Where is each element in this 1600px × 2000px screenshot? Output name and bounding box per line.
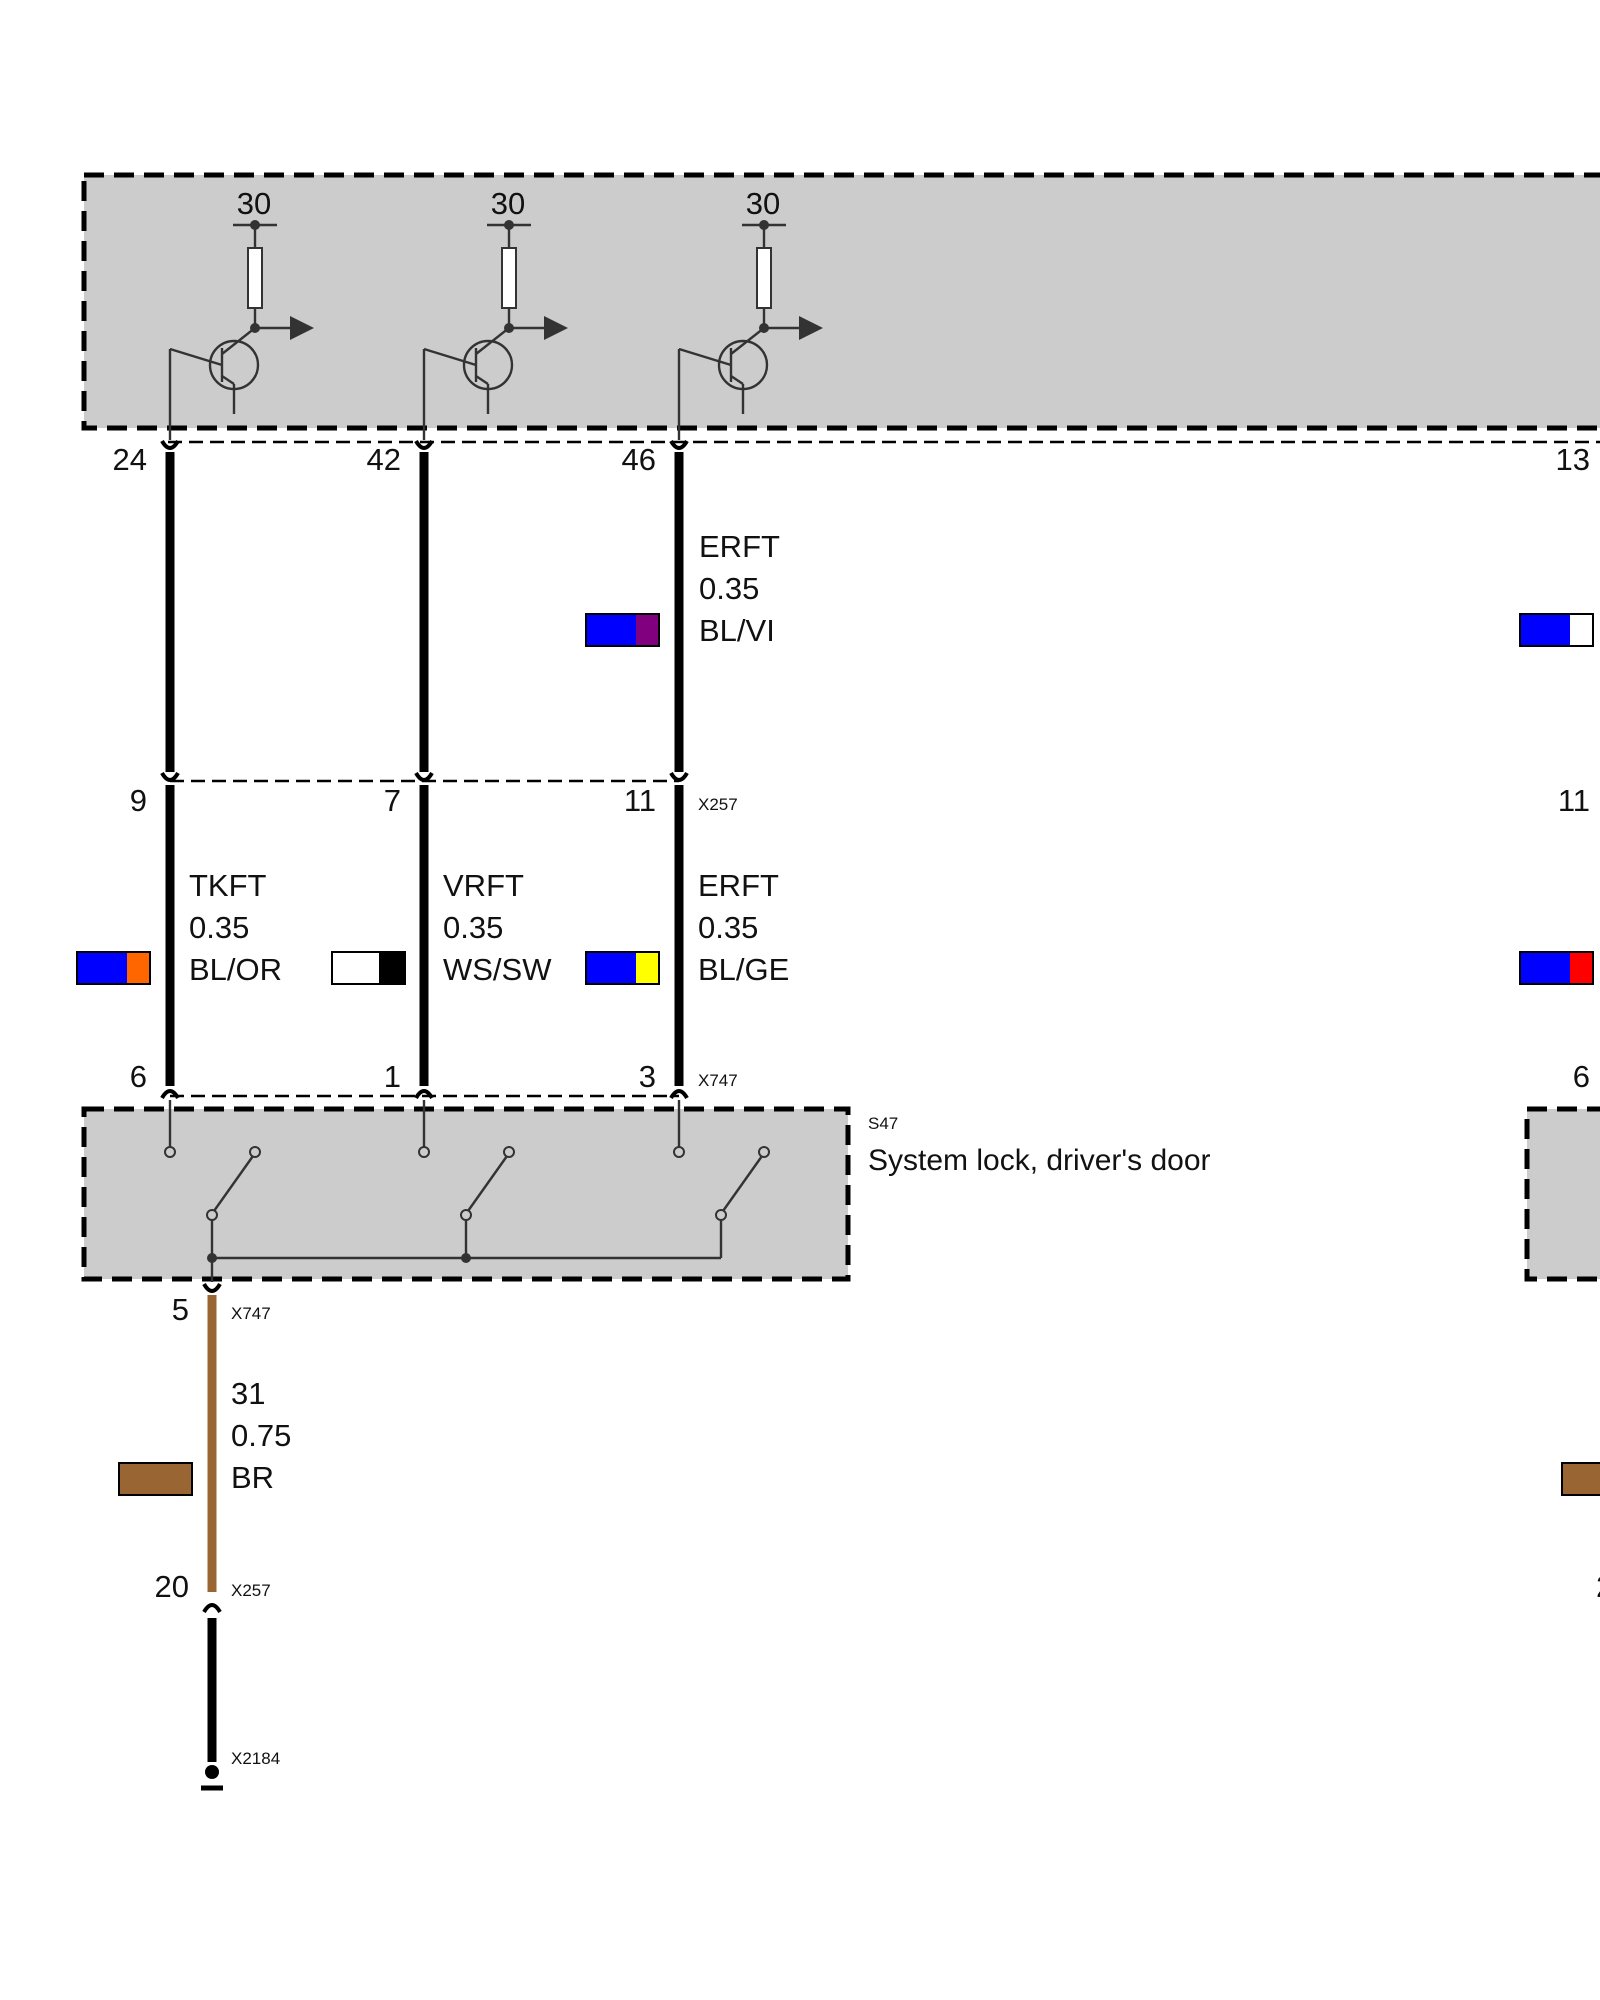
wire-code: VRFT xyxy=(443,868,524,903)
pin-number-13: 13 xyxy=(1556,442,1590,477)
pin-number-6: 6 xyxy=(130,1059,147,1094)
control-unit-box xyxy=(81,172,1600,431)
pin-number-6-right: 6 xyxy=(1573,1059,1590,1094)
color-swatch-br-right xyxy=(1561,1462,1600,1496)
pin-number-9: 9 xyxy=(130,783,147,818)
pin-socket-24 xyxy=(160,439,180,450)
pin-number-42: 42 xyxy=(367,442,401,477)
connector-label-x747: X747 xyxy=(698,1071,738,1090)
pin-socket-11 xyxy=(669,771,689,782)
supply-label-30: 30 xyxy=(237,186,271,221)
wire-label-tkft: TKFT 0.35 BL/OR xyxy=(189,868,282,987)
color-swatch-right-mid xyxy=(1519,951,1594,985)
supply-label-30: 30 xyxy=(746,186,780,221)
pin-socket-46 xyxy=(669,439,689,450)
pin-number-1: 1 xyxy=(384,1059,401,1094)
pin-number-11: 11 xyxy=(624,783,656,818)
wire-code: TKFT xyxy=(189,868,267,903)
wire-label-31: 31 0.75 BR xyxy=(231,1376,291,1495)
wire-gauge: 0.35 xyxy=(189,910,249,945)
output-driver-1: 30 xyxy=(168,186,314,440)
switch-name: System lock, driver's door xyxy=(868,1144,1211,1177)
wire-color-code: WS/SW xyxy=(443,952,552,987)
switch-contacts xyxy=(164,1100,770,1282)
pin-socket-1 xyxy=(414,1089,434,1100)
pin-number-11-right: 11 xyxy=(1558,783,1590,818)
wire-color-code: BL/OR xyxy=(189,952,282,987)
pin-socket-7 xyxy=(414,771,434,782)
wire-gauge: 0.75 xyxy=(231,1418,291,1453)
wire-label-vrft: VRFT 0.35 WS/SW xyxy=(443,868,552,987)
pin-socket-5 xyxy=(202,1282,222,1293)
pin-socket-42 xyxy=(414,439,434,450)
ground-point-icon xyxy=(201,1765,223,1791)
wire-color-code: BL/VI xyxy=(699,613,775,648)
pin-number-3: 3 xyxy=(639,1059,656,1094)
output-driver-2: 30 xyxy=(422,186,568,440)
ground-point-label: X2184 xyxy=(231,1749,280,1768)
wire-code: ERFT xyxy=(698,868,779,903)
switch-id: S47 xyxy=(868,1114,898,1133)
wire-color-code: BL/GE xyxy=(698,952,789,987)
color-swatch-bl-vi xyxy=(585,613,660,647)
output-driver-3: 30 xyxy=(677,186,823,440)
pin-number-7: 7 xyxy=(384,783,401,818)
color-swatch-bl-or xyxy=(76,951,151,985)
wire-gauge: 0.35 xyxy=(698,910,758,945)
wire-code: 31 xyxy=(231,1376,265,1411)
pin-socket-6 xyxy=(160,1089,180,1100)
switch-box-right xyxy=(1524,1106,1600,1282)
wire-code: ERFT xyxy=(699,529,780,564)
color-swatch-br xyxy=(118,1462,193,1496)
pin-number-24: 24 xyxy=(113,442,147,477)
color-swatch-bl-ge xyxy=(585,951,660,985)
pin-socket-9 xyxy=(160,771,180,782)
wire-color-code: BR xyxy=(231,1460,274,1495)
pin-number-46: 46 xyxy=(622,442,656,477)
connector-label-x257-lower: X257 xyxy=(231,1581,271,1600)
pin-socket-20 xyxy=(202,1603,222,1614)
pin-number-20: 20 xyxy=(155,1569,189,1604)
wire-gauge: 0.35 xyxy=(699,571,759,606)
wire-label-erft-upper: ERFT 0.35 BL/VI xyxy=(699,529,780,648)
wire-label-erft-lower: ERFT 0.35 BL/GE xyxy=(698,868,789,987)
connector-label-x257: X257 xyxy=(698,795,738,814)
wire-gauge: 0.35 xyxy=(443,910,503,945)
pin-number-5: 5 xyxy=(172,1292,189,1327)
pin-number-20-right: 2 xyxy=(1596,1569,1600,1604)
supply-label-30: 30 xyxy=(491,186,525,221)
color-swatch-ws-sw xyxy=(331,951,406,985)
color-swatch-right-upper xyxy=(1519,613,1594,647)
connector-label-x747-ground: X747 xyxy=(231,1304,271,1323)
pin-socket-3 xyxy=(669,1089,689,1100)
